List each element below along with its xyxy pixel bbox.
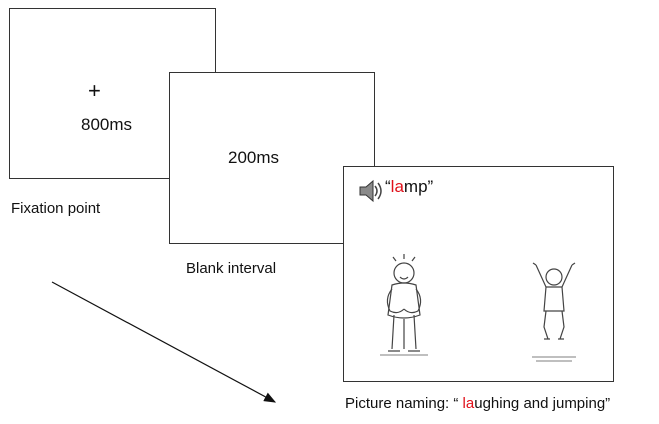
- fixation-duration: 800ms: [81, 115, 133, 134]
- picture-naming-label-prefix: Picture naming: “: [345, 395, 463, 412]
- word-highlight: la: [390, 177, 404, 196]
- fixation-label: Fixation point: [11, 200, 101, 217]
- word-open-quote: “: [385, 177, 391, 196]
- laughing-figure-illustration: [380, 254, 428, 356]
- picture-naming-label-rest: ughing and jumping”: [474, 395, 611, 412]
- picture-naming-panel: [343, 166, 614, 382]
- word-close-quote: ”: [427, 177, 434, 196]
- audio-word: “lamp”: [385, 177, 433, 197]
- jumping-figure-illustration: [532, 262, 576, 362]
- speaker-icon: [359, 179, 382, 203]
- fixation-cross: +: [88, 78, 101, 103]
- blank-duration: 200ms: [228, 148, 280, 167]
- blank-interval-label: Blank interval: [186, 260, 277, 277]
- picture-naming-label: Picture naming: “ laughing and jumping”: [345, 395, 610, 412]
- blank-panel: [169, 72, 375, 244]
- word-rest: mp: [403, 177, 428, 196]
- picture-naming-highlight: la: [462, 395, 475, 412]
